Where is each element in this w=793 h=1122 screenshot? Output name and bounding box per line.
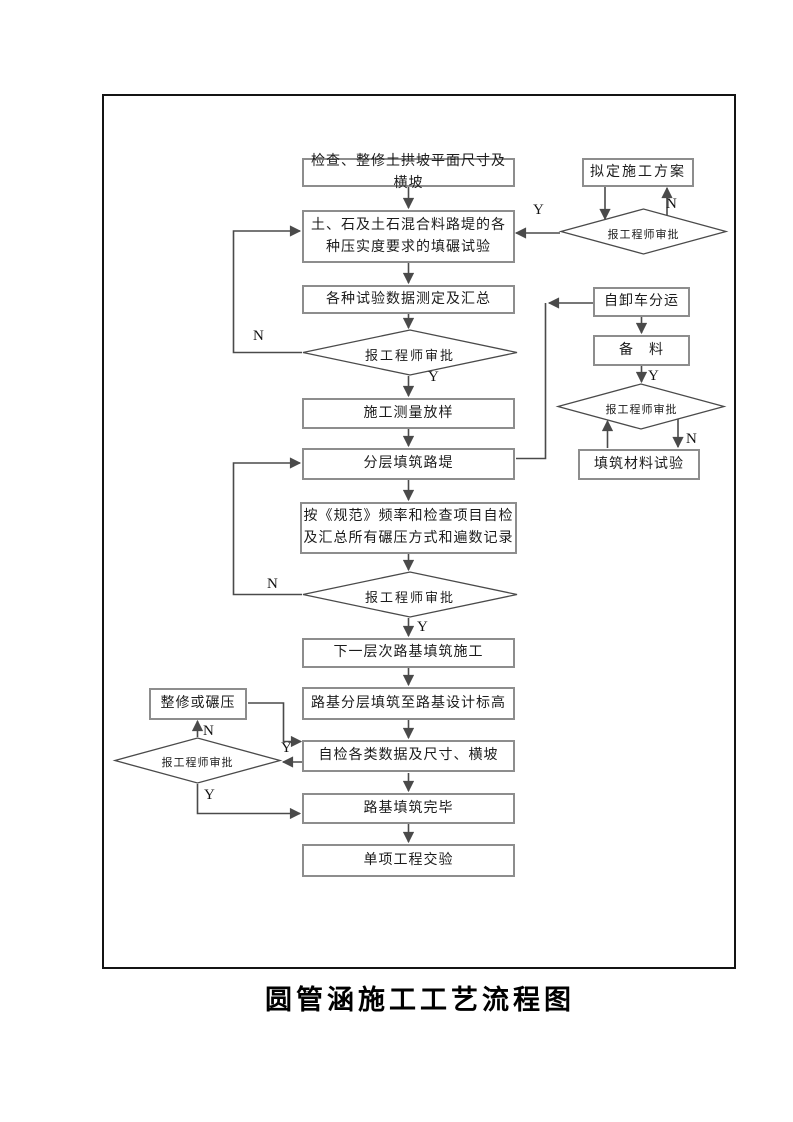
node-layered-fill: 分层填筑路堤 <box>302 448 515 480</box>
approval-diamond-4-label: 报工程师审批 <box>605 404 678 416</box>
node-fill-to-design: 路基分层填筑至路基设计标高 <box>302 687 515 720</box>
label-no-approve1: N <box>253 328 264 344</box>
label-no-approve5: N <box>203 723 214 739</box>
node-material-prep: 备 料 <box>593 335 690 366</box>
node-compaction-test: 土、石及土石混合料路堤的各 种压实度要求的填碾试验 <box>302 210 515 263</box>
label-yes-approve2: Y <box>417 619 428 635</box>
label-no-approve2: N <box>267 576 278 592</box>
approval-diamond-5-shape <box>112 737 283 784</box>
node-check-trim: 检查、整修土拱坡平面尺寸及横坡 <box>302 154 515 191</box>
node-compaction-test-line2: 种压实度要求的填碾试验 <box>326 239 491 255</box>
node-survey-layout: 施工测量放样 <box>302 398 515 429</box>
approval-diamond-2-label: 报工程师审批 <box>364 590 455 605</box>
node-truck-distribute: 自卸车分运 <box>593 287 690 317</box>
approval-diamond-3-shape <box>558 208 729 255</box>
flow-arrows <box>191 186 684 844</box>
approval-diamond-2-shape <box>302 571 518 618</box>
label-no-approve4: N <box>686 431 697 447</box>
label-no-approve3: N <box>666 196 677 212</box>
node-spec-self-check: 按《规范》频率和检查项目自检 及汇总所有碾压方式和遍数记录 <box>300 502 517 554</box>
label-yes-approve5-right: Y <box>281 740 292 756</box>
node-plan-scheme: 拟定施工方案 <box>582 158 694 187</box>
node-spec-self-check-line1: 按《规范》频率和检查项目自检 <box>303 509 514 524</box>
node-repair-roll: 整修或碾压 <box>149 688 247 720</box>
node-project-handover: 单项工程交验 <box>302 844 515 877</box>
label-yes-approve5-down: Y <box>204 787 215 803</box>
node-compaction-test-line1: 土、石及土石混合料路堤的各 <box>311 217 506 233</box>
node-material-test: 填筑材料试验 <box>578 449 700 480</box>
node-data-summary: 各种试验数据测定及汇总 <box>302 285 515 314</box>
approval-diamond-3-label: 报工程师审批 <box>607 229 680 241</box>
diagram-title: 圆管涵施工工艺流程图 <box>265 985 575 1015</box>
label-yes-approve3: Y <box>533 202 544 218</box>
approval-diamond-1-shape <box>302 329 518 376</box>
approval-diamond-4-shape <box>555 383 727 430</box>
approval-diamond-5-label: 报工程师审批 <box>161 757 234 769</box>
node-next-layer: 下一层次路基填筑施工 <box>302 638 515 668</box>
label-yes-approve4: Y <box>648 368 659 384</box>
node-spec-self-check-line2: 及汇总所有碾压方式和遍数记录 <box>303 531 514 546</box>
label-yes-approve1: Y <box>428 369 439 385</box>
approval-diamonds <box>112 208 729 784</box>
node-self-check-data: 自检各类数据及尺寸、横坡 <box>302 740 515 772</box>
approval-diamond-1-label: 报工程师审批 <box>364 348 455 363</box>
node-fill-complete: 路基填筑完毕 <box>302 793 515 824</box>
